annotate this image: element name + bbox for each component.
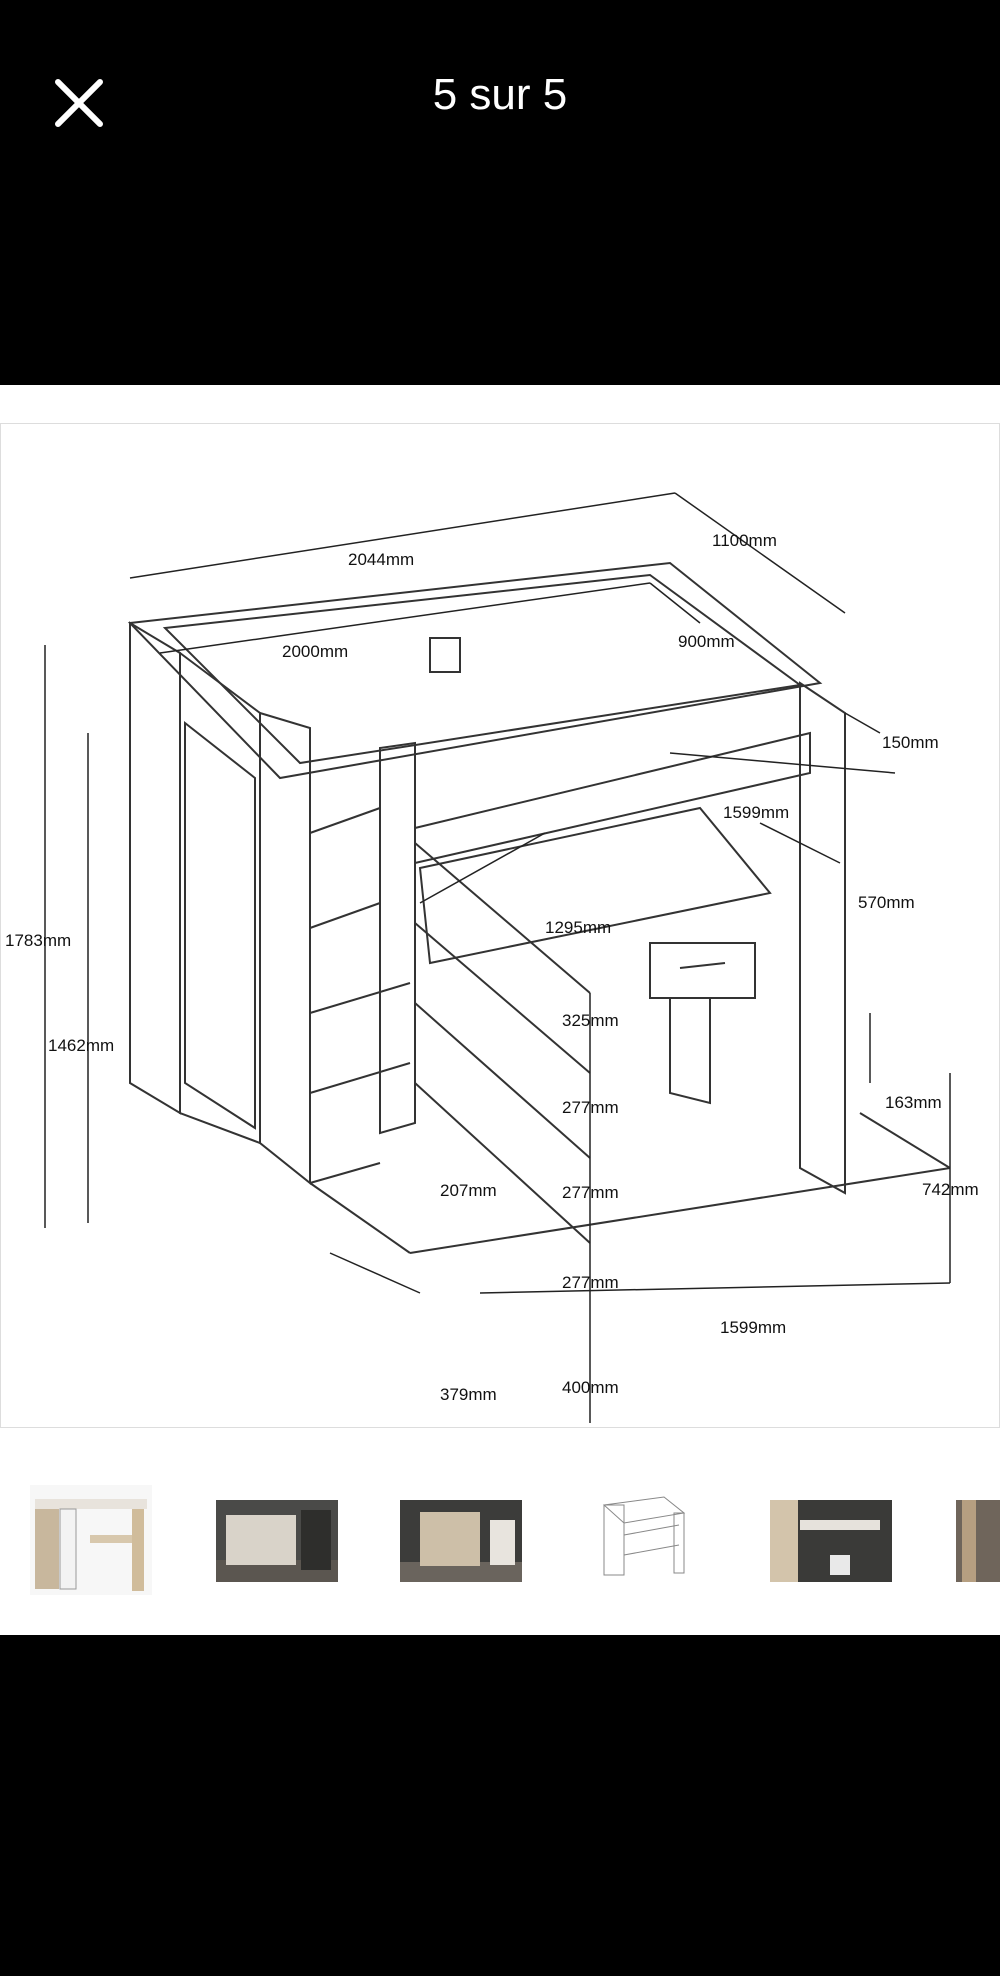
dim-1783: 1783mm: [5, 931, 71, 950]
dim-325: 325mm: [562, 1011, 619, 1030]
dim-900: 900mm: [678, 632, 735, 651]
close-icon: [55, 79, 103, 127]
thumb-3-room-photo[interactable]: [400, 1500, 522, 1582]
top-bar: 5 sur 5: [0, 0, 1000, 385]
dim-570: 570mm: [858, 893, 915, 912]
dimension-diagram-image: 2044mm 1100mm 2000mm 900mm 150mm 1599mm …: [0, 423, 1000, 1428]
dim-2000: 2000mm: [282, 642, 348, 661]
dim-400: 400mm: [562, 1378, 619, 1397]
dim-1599-bottom: 1599mm: [720, 1318, 786, 1337]
dim-1100: 1100mm: [712, 531, 777, 550]
dim-742: 742mm: [922, 1180, 979, 1199]
dim-150: 150mm: [882, 733, 939, 752]
image-viewer[interactable]: 2044mm 1100mm 2000mm 900mm 150mm 1599mm …: [0, 385, 1000, 1635]
dim-277-2: 277mm: [562, 1183, 619, 1202]
dim-277-3: 277mm: [562, 1273, 619, 1292]
dim-1599-top: 1599mm: [723, 803, 789, 822]
bottom-bar: [0, 1635, 1000, 1976]
close-button[interactable]: [48, 72, 110, 134]
thumbnail-strip: [0, 1485, 1000, 1610]
thumb-5-desk-photo[interactable]: [770, 1500, 892, 1582]
dim-163: 163mm: [885, 1093, 942, 1112]
thumb-1-white-bed[interactable]: [30, 1485, 152, 1595]
dim-2044: 2044mm: [348, 550, 414, 569]
dim-277-1: 277mm: [562, 1098, 619, 1117]
thumb-4-dimensions[interactable]: [584, 1485, 706, 1595]
dim-1295: 1295mm: [545, 918, 611, 937]
image-counter: 5 sur 5: [432, 70, 568, 119]
thumb-2-room-photo[interactable]: [216, 1500, 338, 1582]
dim-207: 207mm: [440, 1181, 497, 1200]
loft-bed-diagram: 2044mm 1100mm 2000mm 900mm 150mm 1599mm …: [0, 423, 1000, 1428]
dim-1462: 1462mm: [48, 1036, 114, 1055]
thumb-6-partial[interactable]: [956, 1500, 1000, 1582]
dim-379: 379mm: [440, 1385, 497, 1404]
